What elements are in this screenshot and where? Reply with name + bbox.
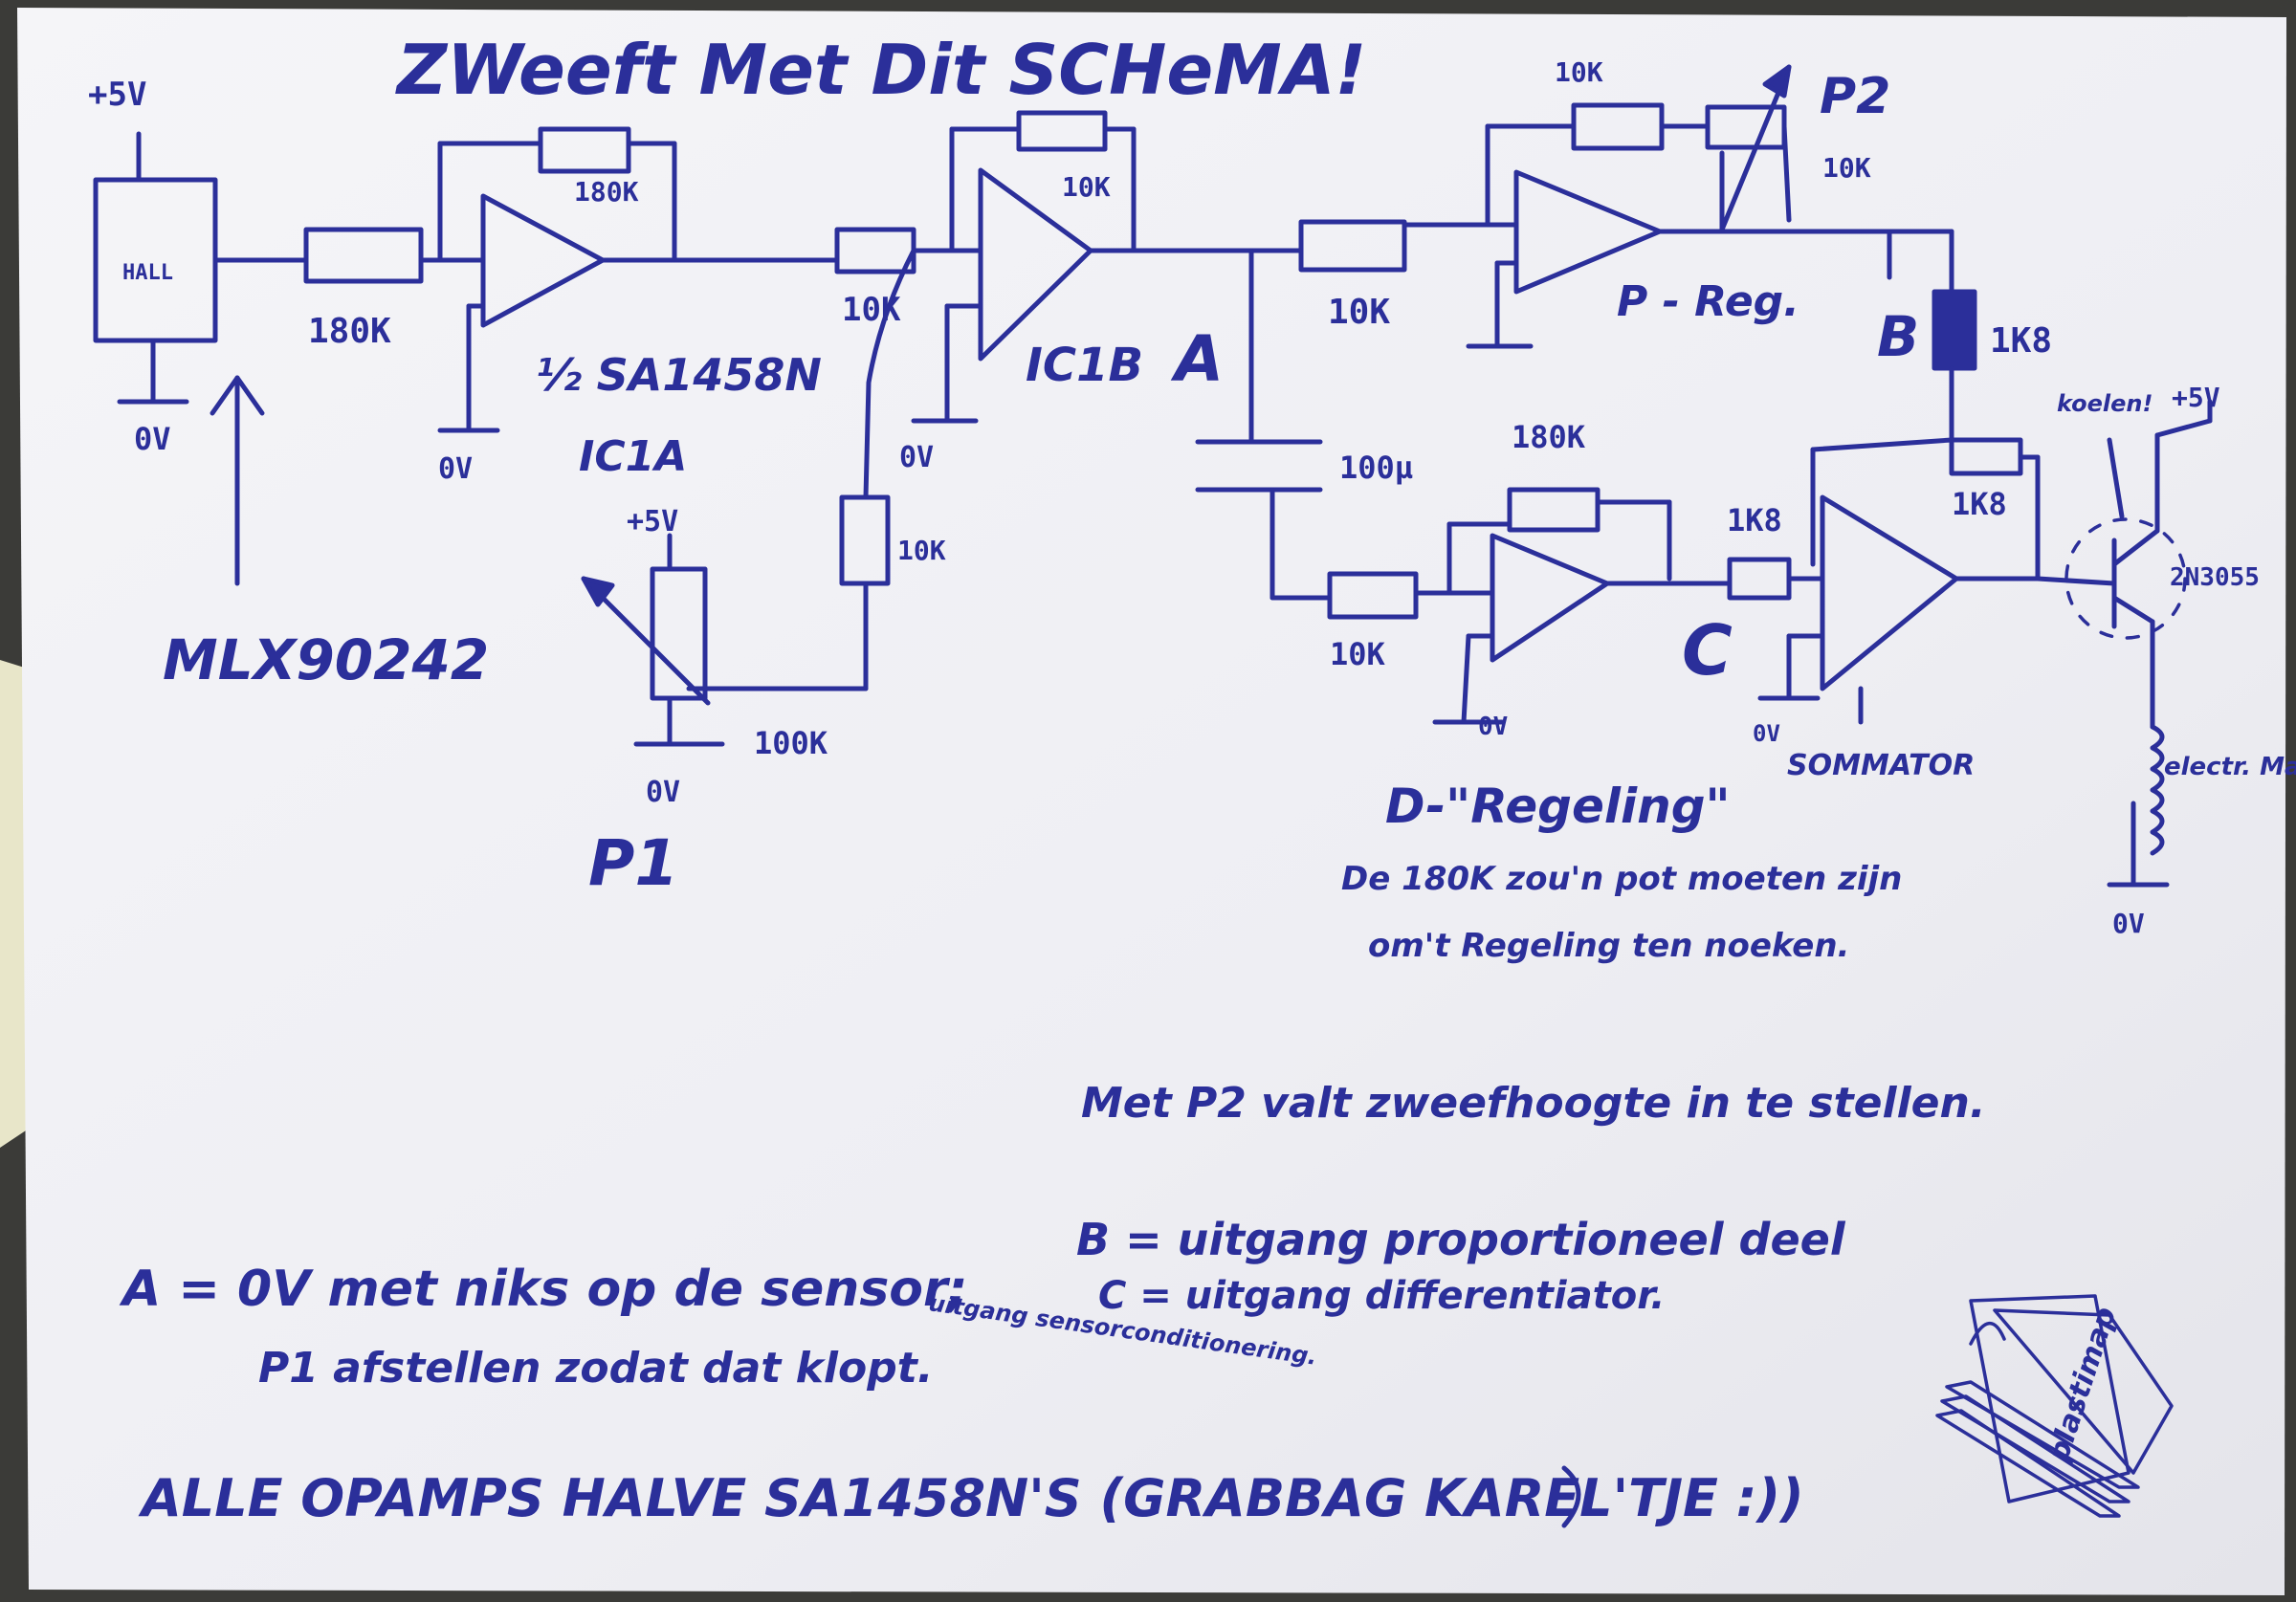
stage1-ground-label: 0V xyxy=(438,452,473,486)
d-stage-name-label: D-"Regeling" xyxy=(1385,779,1731,834)
sensor-supply-label: +5V xyxy=(88,76,146,114)
plastimap-logo: plastimap xyxy=(1935,1294,2174,1518)
p1-supply-label: +5V xyxy=(627,505,678,538)
summer-ground-label: 0V xyxy=(1753,720,1780,747)
p2-value-label: 10K xyxy=(1822,152,1871,184)
d-stage-cap-label: 100µ xyxy=(1339,450,1413,486)
summer-input-resistor-label: 1K8 xyxy=(1727,502,1782,538)
stage1-chip-label: ½ SA1458N xyxy=(536,349,822,401)
paper xyxy=(17,8,2286,1595)
pot-note-line1: De 180K zou'n pot moeten zijn xyxy=(1341,860,1902,898)
b-note: B = uitgang proportioneel deel xyxy=(1076,1214,1846,1265)
stage1-input-resistor-label: 180K xyxy=(308,312,391,351)
output-ground-label: 0V xyxy=(2112,908,2145,939)
stage2-name-label: IC1B xyxy=(1026,339,1143,392)
p-stage-name-label: P - Reg. xyxy=(1617,277,1799,326)
node-c-label: C xyxy=(1682,610,1733,691)
stage2-input-resistor-label: 10K xyxy=(842,291,901,329)
p1-value-label: 100K xyxy=(754,725,828,761)
node-b-label: B xyxy=(1877,304,1919,369)
summer-name-label: SOMMATOR xyxy=(1787,749,1975,782)
p-stage-feedback-resistor-label: 10K xyxy=(1555,56,1603,88)
stage1-feedback-resistor-label: 180K xyxy=(574,176,639,208)
stage1-name-label: IC1A xyxy=(579,432,687,481)
d-stage-input-resistor-label: 10K xyxy=(1330,636,1386,672)
stage2-feedback-resistor-label: 10K xyxy=(1062,171,1111,203)
p1-ground-label: 0V xyxy=(646,776,680,809)
summer-feedback-resistor-label: 1K8 xyxy=(1952,486,2007,522)
node-b-resistor-label: 1K8 xyxy=(1990,321,2052,361)
hall-sensor-box xyxy=(93,177,218,343)
node-a-label: A xyxy=(1170,322,1224,396)
coil-label: electr. Magn. xyxy=(2164,753,2296,781)
sensor-part-label: MLX90242 xyxy=(163,627,489,692)
hall-label: HALL xyxy=(122,261,173,285)
pot-note-line2: om't Regeling ten noeken. xyxy=(1368,927,1849,965)
d-stage-ground-label: 0V xyxy=(1478,713,1508,741)
transistor-label: 2N3055 xyxy=(2170,563,2260,592)
p2-note: Met P2 valt zweefhoogte in te stellen. xyxy=(1081,1079,1986,1128)
p1-name-label: P1 xyxy=(588,826,678,900)
p-stage-input-resistor-label: 10K xyxy=(1328,293,1390,332)
wiring xyxy=(93,64,2213,1528)
cooling-note-label: koelen! xyxy=(2057,390,2152,417)
p1-note: P1 afstellen zodat dat klopt. xyxy=(258,1344,933,1393)
page-title: ZWeeft Met Dit SCHeMA! xyxy=(395,30,1366,110)
c-note: C = uitgang differentiator. xyxy=(1098,1274,1665,1318)
stage2-ground-label: 0V xyxy=(899,441,934,474)
footer-note: ALLE OPAMPS HALVE SA1458N'S (GRABBAG KAR… xyxy=(138,1468,1804,1528)
d-stage-feedback-resistor-label: 180K xyxy=(1512,419,1586,455)
p2-name-label: P2 xyxy=(1820,68,1890,125)
stage2-offset-resistor-label: 10K xyxy=(897,535,946,566)
output-supply-label: +5V xyxy=(2172,382,2220,413)
sensor-ground-label: 0V xyxy=(134,421,171,457)
a-note: A = 0V met niks op de sensor; xyxy=(119,1261,967,1318)
